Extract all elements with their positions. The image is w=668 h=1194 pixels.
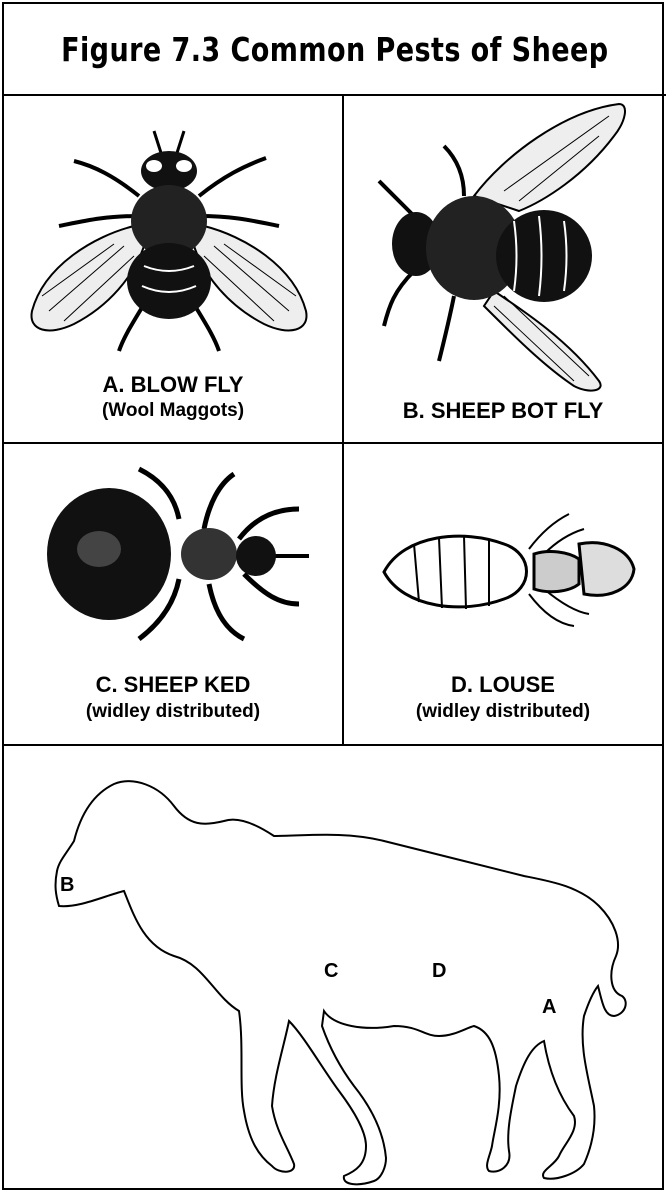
sheep-marker-a: A (542, 996, 556, 1019)
sheep-diagram: B C D A (4, 746, 662, 1188)
pest-cell-sheep-ked: C. SHEEP KED (widley distributed) (4, 444, 342, 744)
pest-cell-louse: D. LOUSE (widley distributed) (344, 444, 662, 744)
blow-fly-icon (4, 96, 342, 366)
figure-title-bar: Figure 7.3 Common Pests of Sheep (4, 4, 666, 96)
bot-fly-icon (344, 96, 662, 396)
pest-sublabel-sheep-ked: (widley distributed) (4, 701, 342, 723)
pest-cell-blow-fly: A. BLOW FLY (Wool Maggots) (4, 96, 342, 442)
pest-sublabel-blow-fly: (Wool Maggots) (4, 400, 342, 422)
sheep-ked-icon (4, 444, 342, 664)
sheep-marker-d: D (432, 960, 446, 983)
figure-title: Figure 7.3 Common Pests of Sheep (61, 30, 608, 69)
pest-sublabel-louse: (widley distributed) (344, 701, 662, 723)
sheep-marker-c: C (324, 960, 338, 983)
sheep-marker-b: B (60, 874, 74, 897)
pest-cell-bot-fly: B. SHEEP BOT FLY (344, 96, 662, 442)
pest-row-1: A. BLOW FLY (Wool Maggots) B. SHEEP BOT … (4, 96, 662, 444)
pest-label-louse: D. LOUSE (344, 672, 662, 698)
pest-label-bot-fly: B. SHEEP BOT FLY (344, 398, 662, 424)
pest-row-2: C. SHEEP KED (widley distributed) D. LOU… (4, 444, 662, 746)
pest-label-sheep-ked: C. SHEEP KED (4, 672, 342, 698)
louse-icon (344, 444, 662, 664)
pest-label-blow-fly: A. BLOW FLY (4, 372, 342, 398)
